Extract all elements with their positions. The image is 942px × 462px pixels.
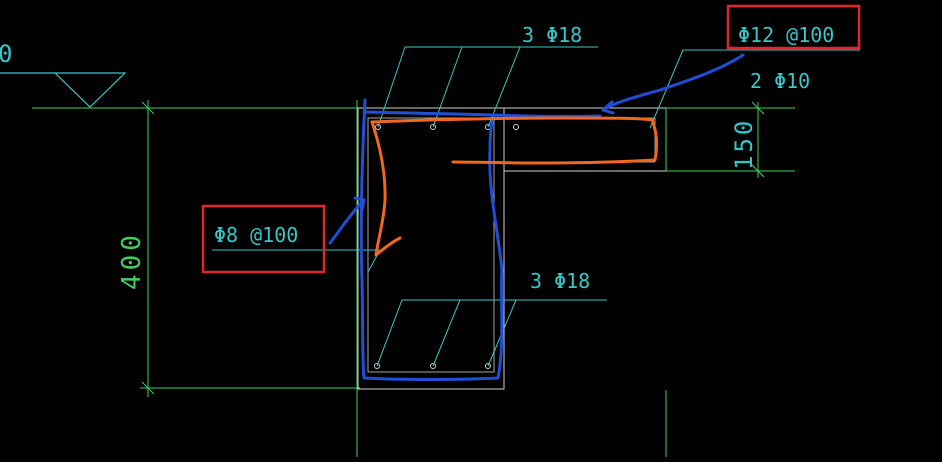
edge-fragment-label: 0 [0,40,12,68]
highlight-box-slab-bars [726,4,861,50]
dimension-150: 150 [730,101,765,178]
stirrups-label: Φ8 @100 [214,223,298,247]
bottom-bars-leader [376,299,607,367]
highlight-box-stirrups [201,204,326,274]
beam-outline [357,107,666,390]
top-bars-label: 3 Φ18 [522,23,582,47]
level-symbol [0,72,127,108]
orange-markup [370,116,659,257]
dimension-400-text: 400 [117,231,147,290]
slab-side-bars-label: 2 Φ10 [750,69,810,93]
bottom-bars-label: 3 Φ18 [530,269,590,293]
slab-bars-label: Φ12 @100 [738,23,834,47]
dimension-400: 400 [117,100,155,397]
dimension-150-text: 150 [730,118,758,170]
rebar-dots [374,124,519,369]
blue-markup [328,53,745,381]
